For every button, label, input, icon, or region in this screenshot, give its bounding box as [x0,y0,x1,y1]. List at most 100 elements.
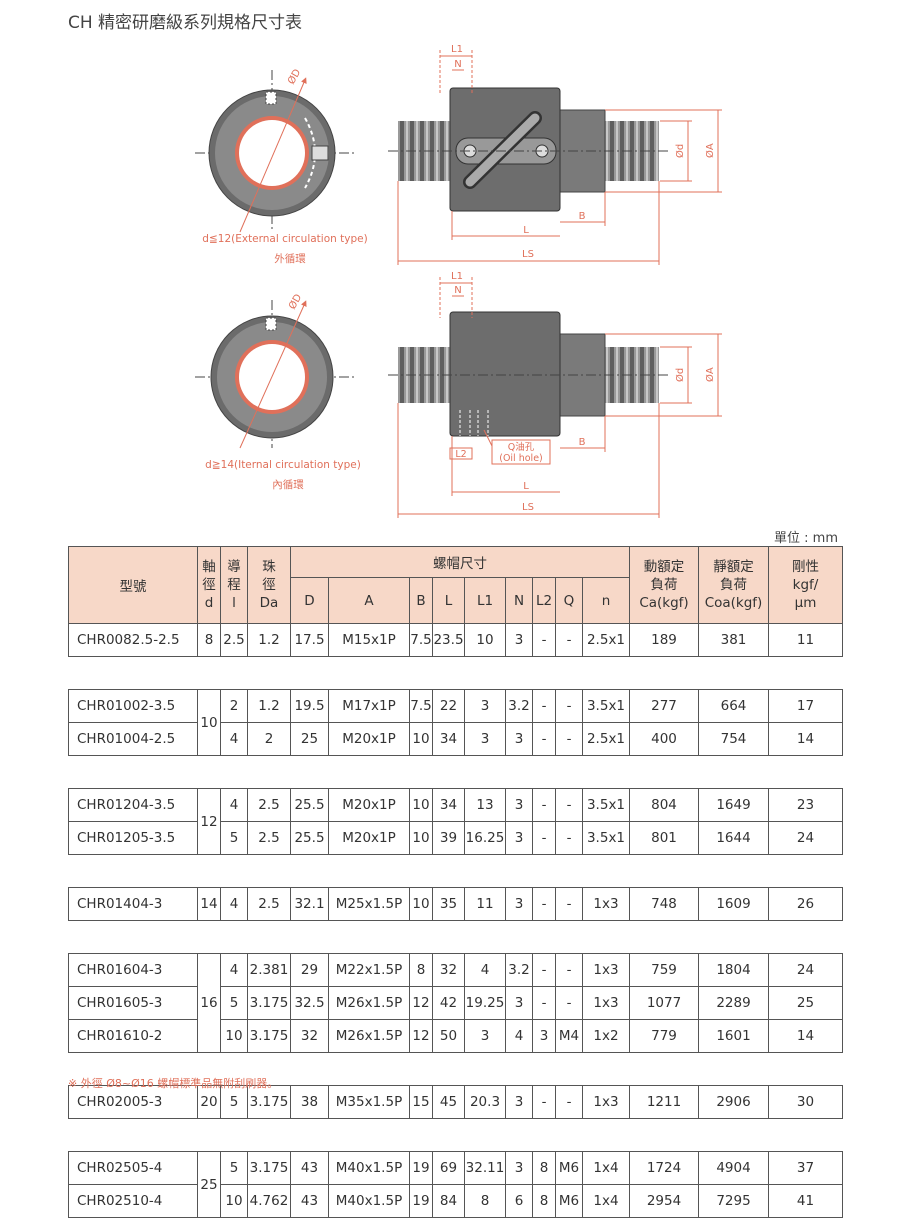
cell-q: - [555,623,583,657]
cell-model: CHR0082.5-2.5 [68,623,198,657]
cell-k: 14 [768,1019,844,1053]
cell-q: - [555,1085,583,1119]
cell-l2: - [532,623,556,657]
cell-model: CHR02510-4 [68,1184,198,1218]
cell-ca: 779 [629,1019,700,1053]
cell-n: 3 [505,1151,533,1185]
cell-k: 23 [768,788,844,822]
cell-n: 3.2 [505,953,533,987]
cell-l: 5 [220,986,248,1020]
header-nut-group: 螺帽尺寸 [289,546,631,578]
cell-b: 10 [409,722,433,756]
cell-k: 30 [768,1085,844,1119]
cell-d: 32.1 [290,887,329,921]
top-side-view [388,50,722,265]
cell-l1: 20.3 [464,1085,506,1119]
header-n: n [581,577,631,624]
cell-shaft-diameter: 12 [197,788,221,855]
cell-coa: 754 [698,722,770,756]
cell-coa: 1609 [698,887,770,921]
cell-l: 39 [432,821,465,855]
cell-da: 2.381 [247,953,291,987]
cell-a: M40x1.5P [328,1151,410,1185]
cell-da: 4.762 [247,1184,291,1218]
row-gap [68,656,843,690]
cell-model: CHR01002-3.5 [68,689,198,723]
cell-b: 10 [409,887,433,921]
cell-b: 15 [409,1085,433,1119]
cell-b: 19 [409,1151,433,1185]
cell-l2: - [532,986,556,1020]
cell-model: CHR02505-4 [68,1151,198,1185]
cell-l: 5 [220,1151,248,1185]
cell-b: 19 [409,1184,433,1218]
cell-n: 3 [505,1085,533,1119]
cell-l: 22 [432,689,465,723]
top-dim-d: Ød [674,144,686,158]
cell-q: - [555,953,583,987]
cell-l: 42 [432,986,465,1020]
cell-model: CHR01004-2.5 [68,722,198,756]
cell-a: M25x1.5P [328,887,410,921]
cell-n: 1x4 [581,1151,631,1185]
cell-model: CHR01204-3.5 [68,788,198,822]
cell-l2: - [532,953,556,987]
row-gap-cell [68,656,843,690]
cell-l: 10 [220,1184,248,1218]
cell-l: 4 [220,722,248,756]
cell-l1: 3 [464,722,506,756]
cell-da: 2 [247,722,291,756]
cell-n: 1x3 [581,986,631,1020]
cell-l: 5 [220,821,248,855]
cell-l: 10 [220,1019,248,1053]
cell-k: 25 [768,986,844,1020]
top-dim-A: ØA [704,143,716,158]
cell-da: 1.2 [247,623,291,657]
cell-l1: 8 [464,1184,506,1218]
cell-l: 4 [220,788,248,822]
cell-da: 3.175 [247,1019,291,1053]
header-A: A [328,577,410,624]
cell-d: 32.5 [290,986,329,1020]
cell-n: 3.5x1 [581,788,631,822]
cell-k: 26 [768,887,844,921]
bottom-dim-d: Ød [674,368,686,382]
cell-b: 10 [409,821,433,855]
cell-k: 37 [768,1151,844,1185]
cell-l2: 3 [532,1019,556,1053]
cell-ca: 1724 [629,1151,700,1185]
cell-l: 32 [432,953,465,987]
cell-l1: 19.25 [464,986,506,1020]
cell-l2: - [532,722,556,756]
cell-l1: 4 [464,953,506,987]
cell-l2: - [532,689,556,723]
top-caption-en: d≦12(External circulation type) [202,233,367,245]
cell-a: M15x1P [328,623,410,657]
cell-b: 12 [409,986,433,1020]
cell-l: 23.5 [432,623,465,657]
cell-a: M20x1P [328,722,410,756]
cell-n: 3 [505,722,533,756]
unit-label: 單位 : mm [774,531,838,546]
cell-k: 11 [768,623,844,657]
cell-q: - [555,722,583,756]
cell-n: 1x2 [581,1019,631,1053]
bottom-dim-B: B [579,437,586,448]
cell-k: 24 [768,821,844,855]
cell-l1: 11 [464,887,506,921]
header-N: N [505,577,533,624]
cell-ca: 1211 [629,1085,700,1119]
cell-l: 50 [432,1019,465,1053]
cell-l1: 13 [464,788,506,822]
cell-ca: 1077 [629,986,700,1020]
row-gap [68,920,843,954]
cell-n: 4 [505,1019,533,1053]
ball-screw-drawings: ØD d≦12(External circulation type) 外循環 L… [195,44,722,518]
cell-n: 3.5x1 [581,689,631,723]
